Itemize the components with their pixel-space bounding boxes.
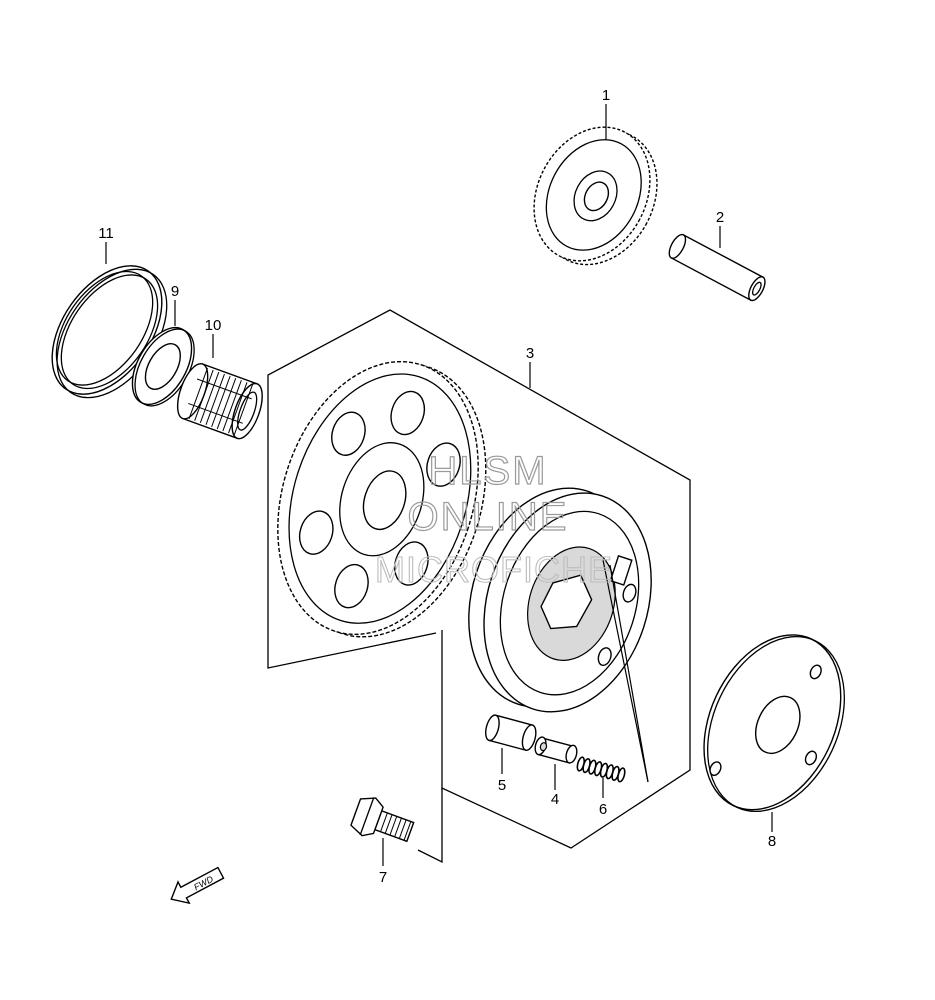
callouts: 1 2 3 4 5 6 7 8 9 10 11 xyxy=(98,87,776,886)
clutch-bolt-part[interactable] xyxy=(349,793,417,850)
fwd-arrow-icon: FWD xyxy=(170,866,225,905)
callout-9: 9 xyxy=(171,283,179,300)
callout-10: 10 xyxy=(205,317,222,334)
watermark: HLSM ONLINE MICROFICHE xyxy=(374,448,613,590)
clutch-pin-part[interactable] xyxy=(533,736,578,764)
callout-4: 4 xyxy=(551,791,559,808)
needle-bearing-part[interactable] xyxy=(171,360,268,443)
idle-gear-shaft-part[interactable] xyxy=(666,232,768,303)
callout-7: 7 xyxy=(379,869,387,886)
starter-clutch-gear[interactable] xyxy=(244,335,519,662)
retaining-ring-part[interactable] xyxy=(30,246,190,418)
idle-gear-part[interactable] xyxy=(511,107,679,285)
callout-3: 3 xyxy=(526,345,534,362)
callout-5: 5 xyxy=(498,777,506,794)
callout-6: 6 xyxy=(599,801,607,818)
clutch-body[interactable] xyxy=(442,466,679,733)
callout-11: 11 xyxy=(98,225,114,242)
watermark-line1: HLSM xyxy=(428,449,547,493)
watermark-line2: ONLINE xyxy=(408,495,569,539)
leader-lines xyxy=(105,104,773,866)
clutch-roller-part[interactable] xyxy=(483,714,538,752)
callout-1: 1 xyxy=(602,87,610,104)
assembly-outline xyxy=(267,309,691,864)
roller-spring-part[interactable] xyxy=(576,756,626,783)
clutch-plate-part[interactable] xyxy=(677,613,871,834)
callout-8: 8 xyxy=(768,833,776,850)
watermark-line3: MICROFICHE xyxy=(375,549,613,590)
callout-2: 2 xyxy=(716,209,724,226)
